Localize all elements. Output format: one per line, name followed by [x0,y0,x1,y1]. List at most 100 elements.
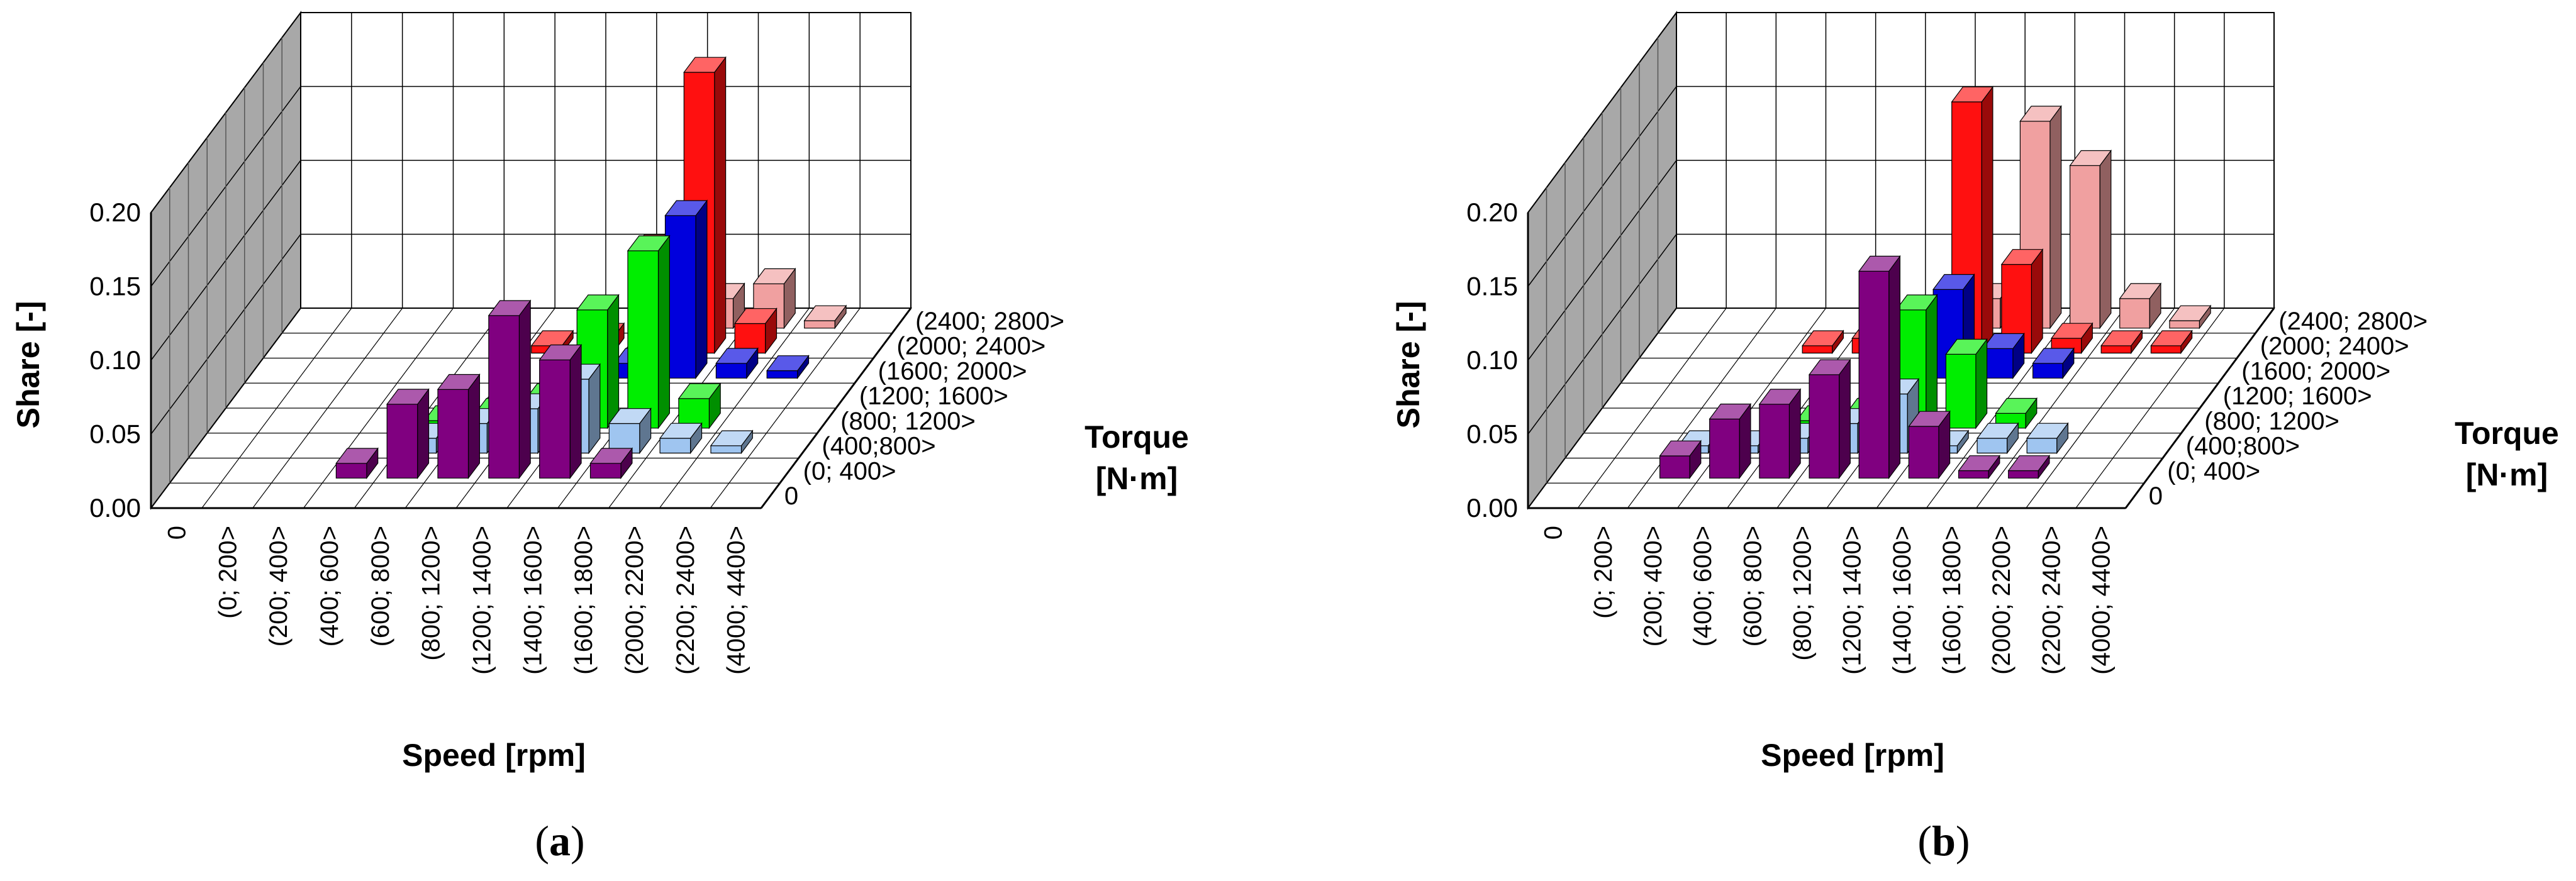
z-tick-label: (0; 400> [2167,457,2260,485]
bar [2168,304,2212,330]
z-tick-label: (400;800> [2186,433,2300,460]
bar [1958,454,2000,480]
x-tick-label: (0; 200> [1590,526,1617,619]
bar-top [608,408,652,424]
bar [715,347,759,380]
bar-top [1995,397,2038,414]
bar [1659,440,1702,480]
bar-front [2026,438,2058,454]
x-tick-label: (800; 1200> [418,526,445,661]
z-tick-label: (1600; 2000> [2241,357,2390,385]
bar-top [2019,106,2062,122]
bar [2119,282,2162,330]
z-axis-title: Torque [2455,416,2559,451]
bar-side [1838,358,1851,480]
x-tick-label: (1600; 1800> [570,526,598,675]
bar-front [1659,455,1690,479]
z-tick-label: (0; 400> [803,457,896,485]
x-tick-label: (4000; 4400> [2087,526,2115,675]
z-tick-label: (2000; 2400> [2260,333,2409,360]
bar-front [1802,345,1833,354]
z-tick-label: (1200; 1600> [859,382,1008,410]
z-axis-line [2124,308,2275,509]
bar-side [2099,149,2112,330]
bar [659,422,703,455]
bar-top [715,348,759,364]
bar-front [2169,320,2200,329]
bar [1802,330,1844,355]
bar-front [2008,470,2039,479]
y-tick-label: 0.20 [1466,197,1518,227]
bar-top [627,235,671,252]
bar-top [1976,423,2019,439]
z-tick-label: 0 [2149,482,2163,510]
bar [2150,330,2193,355]
x-tick-label: (200; 400> [1639,526,1667,646]
bar-front [1858,270,1890,479]
bar-front [659,438,691,454]
x-tick-label: (4000; 4400> [723,526,750,675]
x-tick-labels: 0(0; 200>(200; 400>(400; 600>(600; 800>(… [1540,526,2116,675]
x-tick-label: (1400; 1600> [519,526,547,675]
x-tick-label: (1200; 1400> [1839,526,1866,675]
bar-top [1758,389,1802,405]
bar-front [1945,353,1977,429]
x-axis-title: Speed [rpm] [402,738,586,773]
x-tick-label: (600; 800> [1739,526,1766,646]
bar-top [2168,305,2212,321]
bar-front [715,363,747,379]
bar-top [1808,359,1851,375]
bar-side [1888,255,1901,480]
x-tick-label: (1200; 1400> [468,526,496,675]
y-tick-label: 0.10 [1466,345,1518,375]
z-tick-label: (800; 1200> [840,407,976,435]
bar-top [1908,411,1951,427]
x-tick-label: (400; 600> [316,526,343,646]
bar-side [518,299,531,480]
z-tick-labels: 0(0; 400>(400;800>(800; 1200>(1200; 1600… [2149,308,2428,510]
bar-top [2119,283,2162,299]
z-axis-title-unit: [N·m] [2466,457,2548,492]
bar [488,299,532,480]
bar-top [683,57,727,73]
bar-side [657,235,671,429]
bar-top [664,200,708,216]
x-tick-label: 0 [1540,526,1568,540]
z-axis-title: Torque [1084,419,1189,455]
bar-side [1926,294,1938,429]
z-axis-title-unit: [N·m] [1096,461,1178,496]
bar-top [386,389,430,405]
bar-front [488,315,520,479]
bar-front [2119,298,2150,329]
chart-b-svg: 0.000.050.100.150.200(0; 200>(200; 400>(… [1391,10,2559,773]
bar [608,407,652,455]
bar [1945,338,1988,429]
bar-front [437,389,469,479]
x-tick-label: (200; 400> [265,526,293,646]
z-tick-label: (1200; 1600> [2223,382,2372,410]
bar [627,235,671,429]
bar-front [335,463,367,479]
bar [1758,388,1802,480]
bar [1908,410,1951,480]
bars [335,56,847,480]
x-tick-labels: 0(0; 200>(200; 400>(400; 600>(600; 800>(… [163,526,750,675]
bar-top [1659,440,1702,457]
z-tick-label: (2400; 2800> [915,308,1064,335]
bar-top [1982,333,2025,349]
chart-a-svg: 0.000.050.100.150.200(0; 200>(200; 400>(… [11,10,1189,773]
bar [335,447,379,480]
bars [1659,86,2212,480]
x-tick-label: (800; 1200> [1788,526,1816,661]
bar [2069,149,2112,330]
y-tick-label: 0.00 [89,493,141,523]
y-tick-label: 0.15 [1466,272,1518,301]
y-tick-label: 0.20 [89,197,141,227]
bar [2026,422,2069,455]
bar-top [2007,455,2051,472]
bar-top [1802,330,1844,346]
bar [2000,248,2044,355]
bar-front [766,370,798,379]
bar-top [766,355,810,372]
